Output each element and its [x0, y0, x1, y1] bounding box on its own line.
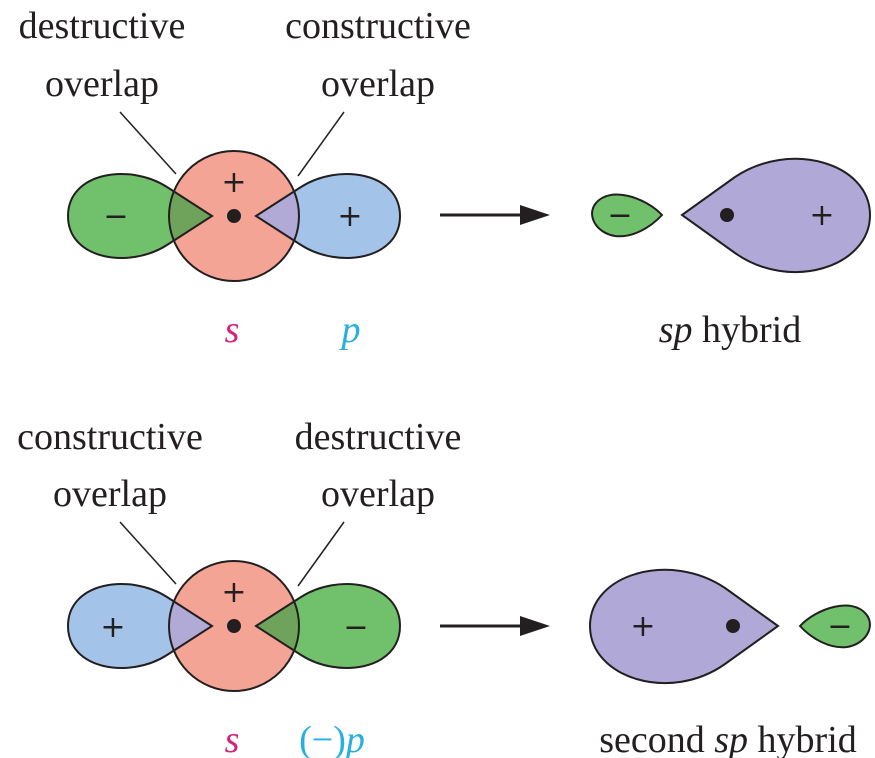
top-row: destructive overlap constructive overlap… — [19, 5, 872, 351]
bottom-callout-left-line2: overlap — [53, 473, 167, 515]
bottom-left-lobe-sign: + — [100, 610, 125, 645]
bottom-s-label: s — [225, 719, 240, 758]
bottom-hybrid-small-lobe — [798, 604, 871, 649]
top-sphere-sign: + — [221, 165, 246, 200]
top-callout-left-line2: overlap — [45, 63, 159, 105]
top-leader-line-left — [119, 111, 177, 175]
bottom-callout-right-line2: overlap — [321, 473, 435, 515]
top-callout-right-line1: constructive — [285, 5, 471, 47]
bottom-right-lobe-sign: − — [343, 610, 368, 645]
top-reaction-arrow — [440, 205, 550, 225]
bottom-callout-left-line1: constructive — [17, 416, 203, 458]
top-result-label: sp hybrid — [659, 309, 802, 351]
bottom-callout-right-line1: destructive — [295, 416, 462, 458]
top-hybrid-nucleus-dot — [720, 208, 734, 222]
top-nucleus-dot — [227, 209, 241, 223]
top-leader-line-right — [297, 111, 345, 177]
bottom-row: constructive overlap destructive overlap… — [17, 416, 871, 758]
bottom-reaction-arrow — [440, 616, 550, 636]
bottom-p-label: (−)p — [299, 719, 365, 758]
top-hybrid-small-lobe — [591, 193, 664, 238]
bottom-nucleus-dot — [227, 619, 241, 633]
bottom-result-label: second sp hybrid — [599, 719, 857, 758]
bottom-hybrid-small-sign: − — [827, 609, 852, 644]
bottom-hybrid-nucleus-dot — [726, 619, 740, 633]
top-hybrid-large-lobe — [680, 157, 872, 274]
bottom-constructive-overlap — [169, 584, 212, 668]
top-hybrid-large-sign: + — [809, 198, 834, 233]
bottom-hybrid-large-lobe — [588, 568, 780, 685]
top-callout-right-line2: overlap — [321, 63, 435, 105]
bottom-sphere-sign: + — [221, 575, 246, 610]
bottom-hybrid-large-sign: + — [630, 609, 655, 644]
top-s-label: s — [225, 309, 240, 351]
top-destructive-overlap — [169, 174, 212, 258]
top-right-lobe-sign: + — [337, 199, 362, 234]
bottom-leader-line-right — [297, 521, 345, 587]
bottom-destructive-overlap — [256, 584, 299, 668]
top-left-lobe-sign: − — [103, 199, 128, 234]
top-constructive-overlap — [256, 174, 299, 258]
bottom-leader-line-left — [119, 521, 177, 585]
top-p-label: p — [339, 309, 361, 351]
top-callout-left-line1: destructive — [19, 5, 186, 47]
top-hybrid-small-sign: − — [607, 198, 632, 233]
